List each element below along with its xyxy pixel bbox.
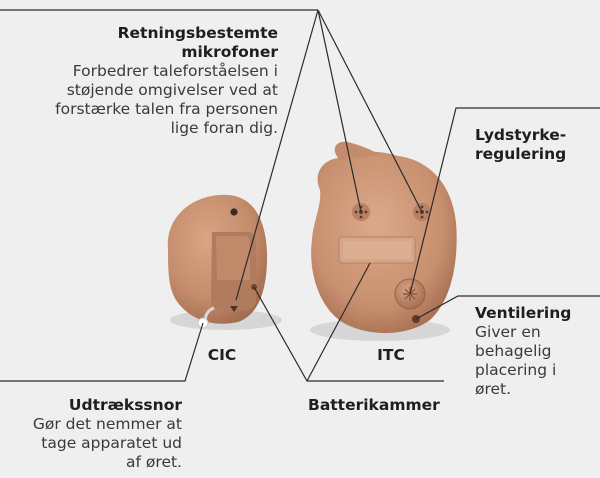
vent-callout: Ventilering Giver en behagelig placering… [475, 304, 595, 399]
cic-vent-hole [230, 208, 237, 215]
volume-callout: Lydstyrke- regulering [475, 126, 595, 164]
volume-title-line2: regulering [475, 145, 595, 164]
mics-title-line2: mikrofoner [0, 43, 278, 62]
mics-description-line4: lige foran dig. [0, 119, 278, 138]
pull-title: Udtrækssnor [2, 396, 182, 415]
mics-callout: Retningsbestemte mikrofoner Forbedrer ta… [0, 24, 278, 138]
mics-description-line3: forstærke talen fra personen [0, 100, 278, 119]
vent-description-line2: behagelig [475, 342, 595, 361]
mics-title-line1: Retningsbestemte [0, 24, 278, 43]
battery-title: Batterikammer [308, 396, 440, 415]
volume-title-line1: Lydstyrke- [475, 126, 595, 145]
cic-model-label: CIC [192, 346, 252, 365]
vent-title: Ventilering [475, 304, 595, 323]
cic-battery-door [216, 236, 250, 280]
mics-description-line1: Forbedrer taleforståelsen i [0, 62, 278, 81]
itc-battery-door-face [343, 241, 411, 259]
vent-description-line1: Giver en [475, 323, 595, 342]
itc-model-label: ITC [361, 346, 421, 365]
cic-hearing-aid [168, 195, 282, 330]
mics-description-line2: støjende omgivelser ved at [0, 81, 278, 100]
pull-description-line1: Gør det nemmer at [2, 415, 182, 434]
pull-cord-callout: Udtrækssnor Gør det nemmer at tage appar… [2, 396, 182, 472]
pull-description-line3: af øret. [2, 453, 182, 472]
vent-description-line4: øret. [475, 380, 595, 399]
vent-description-line3: placering i [475, 361, 595, 380]
pull-description-line2: tage apparatet ud [2, 434, 182, 453]
itc-hearing-aid [310, 142, 457, 341]
pull-leader-line [0, 323, 203, 381]
